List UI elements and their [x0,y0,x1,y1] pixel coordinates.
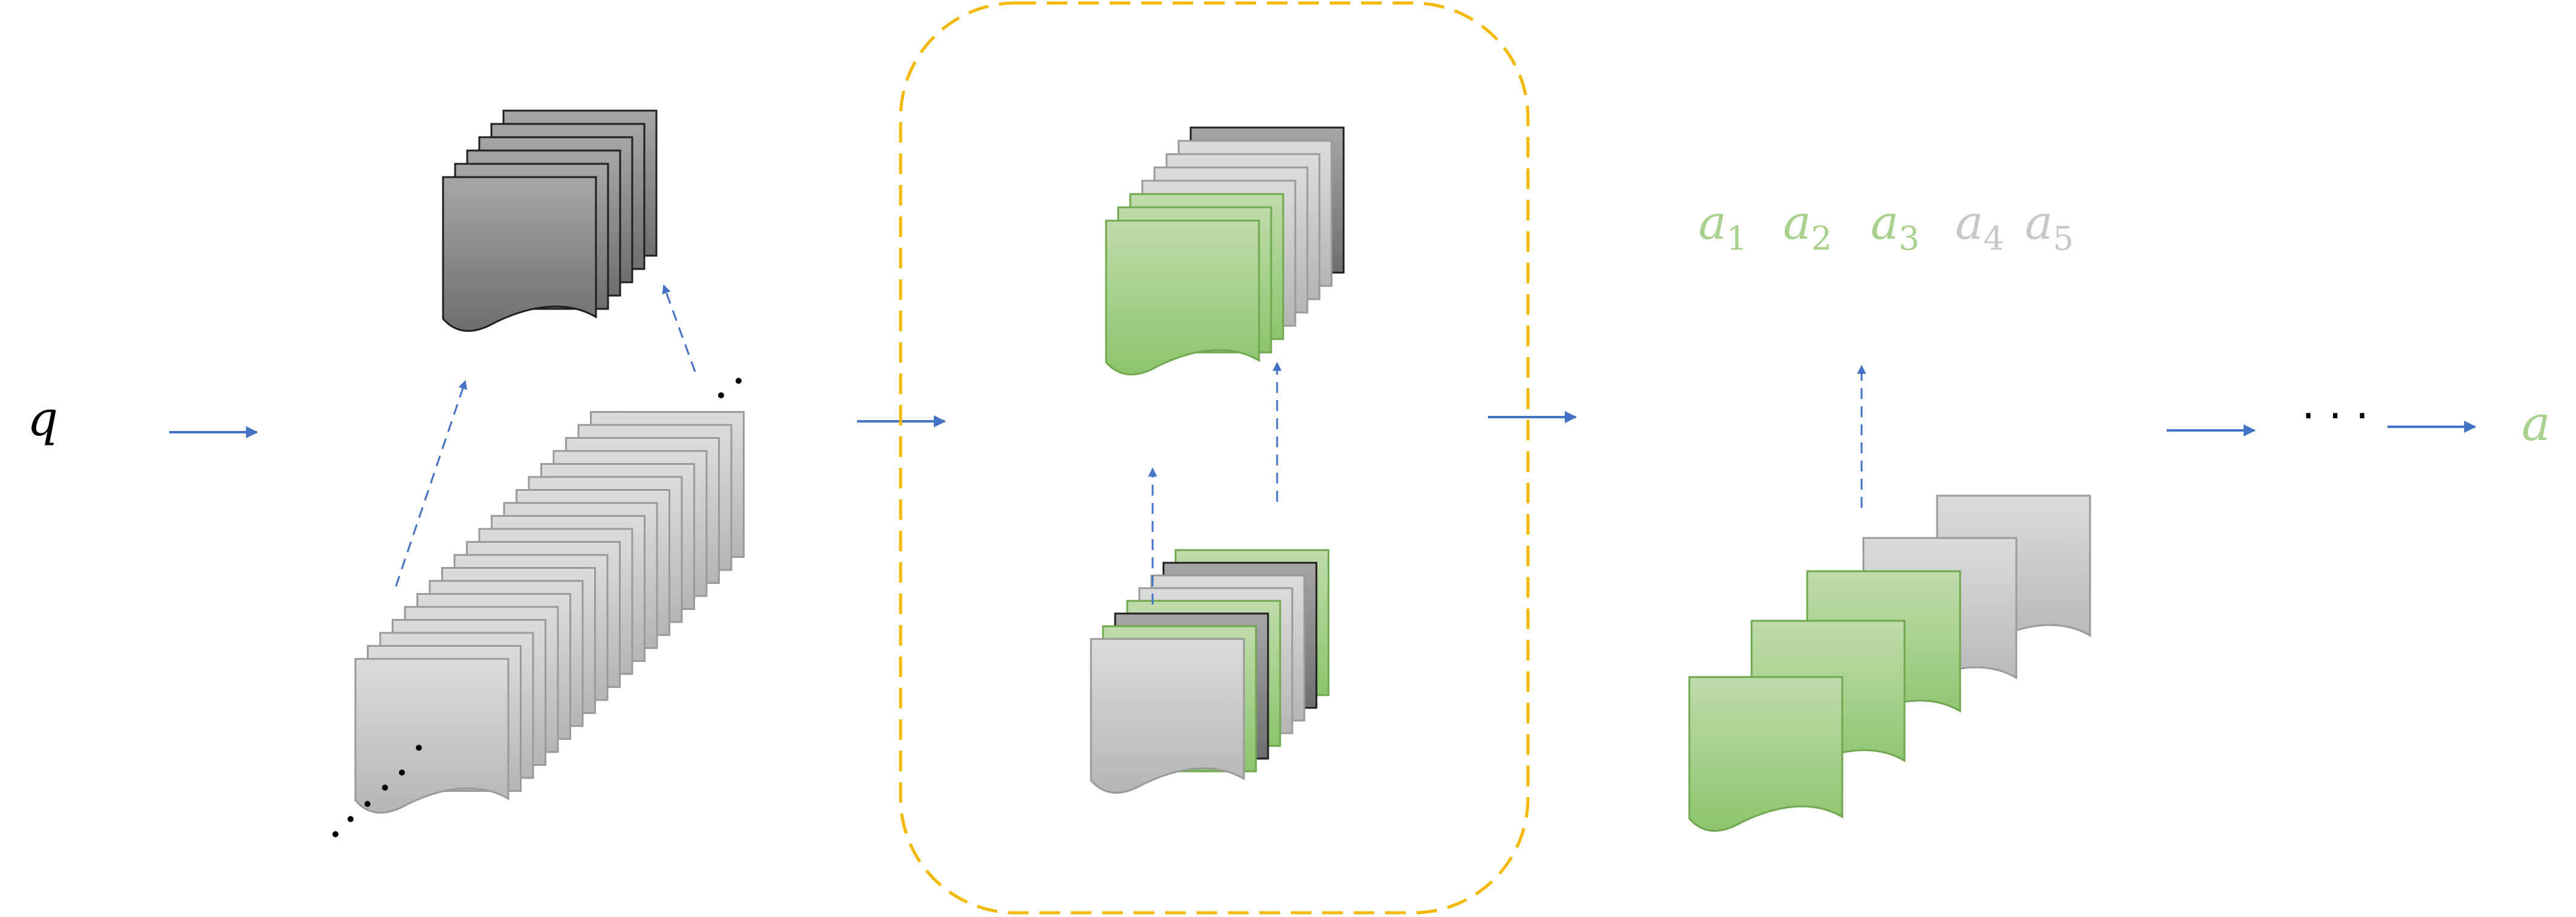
retrieved-document [442,176,597,332]
corpus-ellipsis-dots-bottom [332,745,422,837]
candidate-answer-5: a5 [2025,196,2074,258]
corpus-document-stack [354,411,745,814]
corpus-ellipsis-dots-top [718,378,742,398]
reranked-document [1105,219,1260,376]
corpus-to-retrieved-dashed-arrow-right [662,284,696,372]
final-answer-label: a [2522,395,2551,452]
retrieved-document-stack [442,109,658,332]
reader-document-stack [1688,494,2091,832]
candidate-answer-4: a4 [1955,196,2004,258]
reader-document [1688,676,1843,832]
candidate-answers: a1 a2 a3 a4 a5 [1698,196,2074,258]
query-label: q [27,390,58,447]
corpus-document [354,658,510,814]
pipeline-ellipsis: · · · [2302,391,2369,441]
mixed-document [1090,638,1245,794]
reranked-document-stack [1105,126,1345,376]
candidate-answer-2: a2 [1783,196,1832,258]
candidate-answer-3: a3 [1871,196,1920,258]
mixed-document-stack [1090,549,1330,794]
reranker-dashed-box [899,1,1530,915]
candidate-answer-1: a1 [1698,196,1747,258]
